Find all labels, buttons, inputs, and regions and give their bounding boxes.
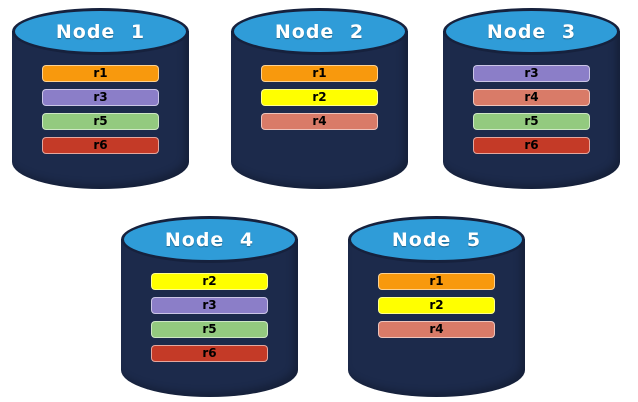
replica-bar-r4: r4 (378, 321, 495, 338)
node-cylinder-5: Node 5 r1 r2 r4 (348, 216, 525, 397)
replica-bar-r4: r4 (261, 113, 378, 130)
replica-bar-r2: r2 (151, 273, 268, 290)
replica-list: r1 r3 r5 r6 (42, 65, 159, 154)
replica-bar-r5: r5 (473, 113, 590, 130)
node-title: Node 3 (486, 20, 577, 43)
node-cylinder-2: Node 2 r1 r2 r4 (231, 8, 408, 189)
replica-list: r2 r3 r5 r6 (151, 273, 268, 362)
replica-bar-r6: r6 (473, 137, 590, 154)
node-title: Node 5 (391, 228, 482, 251)
replica-bar-r4: r4 (473, 89, 590, 106)
replica-bar-r6: r6 (42, 137, 159, 154)
cylinder-top-ellipse: Node 3 (443, 8, 620, 55)
replica-bar-r6: r6 (151, 345, 268, 362)
replica-bar-r2: r2 (261, 89, 378, 106)
cylinder-body (348, 239, 525, 397)
replica-list: r1 r2 r4 (378, 273, 495, 338)
cylinder-top-ellipse: Node 5 (348, 216, 525, 263)
replica-bar-r1: r1 (42, 65, 159, 82)
cylinder-top-ellipse: Node 2 (231, 8, 408, 55)
node-cylinder-3: Node 3 r3 r4 r5 r6 (443, 8, 620, 189)
replica-bar-r1: r1 (261, 65, 378, 82)
replica-bar-r1: r1 (378, 273, 495, 290)
replica-list: r1 r2 r4 (261, 65, 378, 130)
replica-bar-r2: r2 (378, 297, 495, 314)
cylinder-body (12, 31, 189, 189)
replica-bar-r3: r3 (42, 89, 159, 106)
replica-bar-r5: r5 (151, 321, 268, 338)
cylinder-body (443, 31, 620, 189)
cylinder-body (121, 239, 298, 397)
node-title: Node 1 (55, 20, 146, 43)
replica-bar-r5: r5 (42, 113, 159, 130)
node-cylinder-4: Node 4 r2 r3 r5 r6 (121, 216, 298, 397)
replica-list: r3 r4 r5 r6 (473, 65, 590, 154)
replica-bar-r3: r3 (473, 65, 590, 82)
node-title: Node 2 (274, 20, 365, 43)
cylinder-top-ellipse: Node 4 (121, 216, 298, 263)
replica-bar-r3: r3 (151, 297, 268, 314)
cylinder-body (231, 31, 408, 189)
cylinder-top-ellipse: Node 1 (12, 8, 189, 55)
node-title: Node 4 (164, 228, 255, 251)
node-cylinder-1: Node 1 r1 r3 r5 r6 (12, 8, 189, 189)
